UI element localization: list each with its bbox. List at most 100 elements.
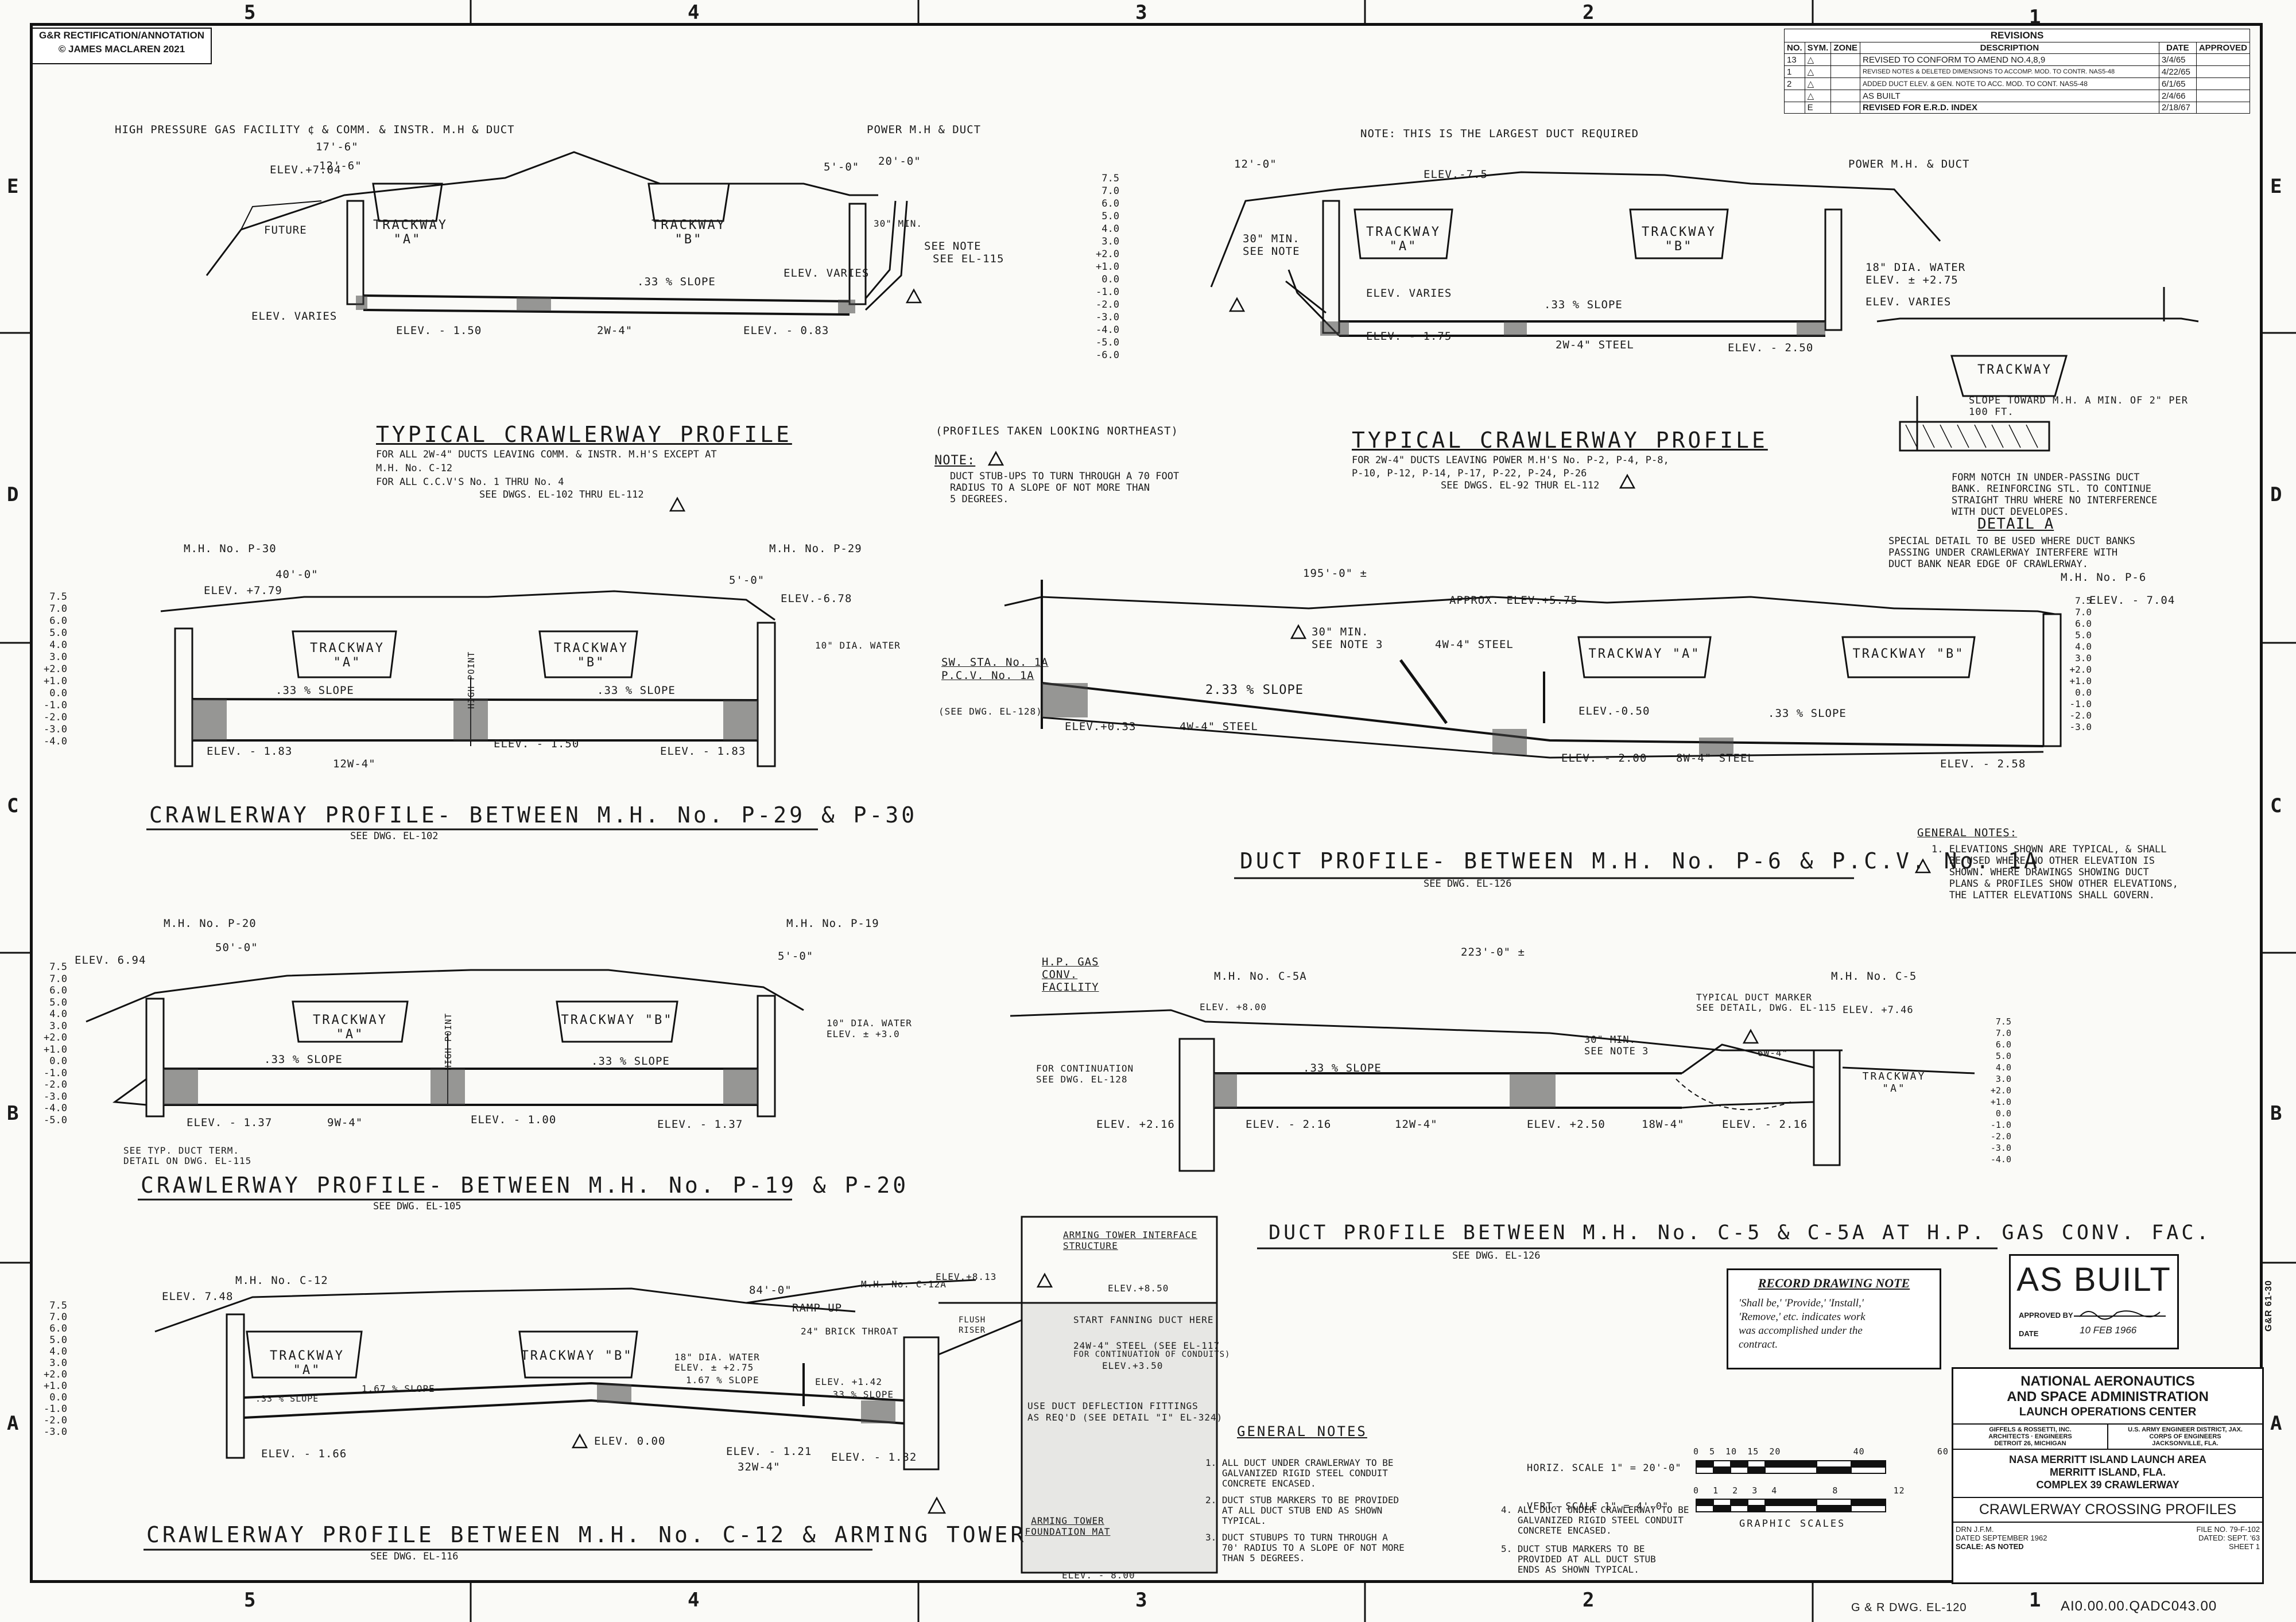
zone-row-e-left: E	[7, 175, 19, 198]
zone-col-2-bottom: 2	[1583, 1589, 1595, 1612]
profile6-title: DUCT PROFILE BETWEEN M.H. No. C-5 & C-5A…	[1269, 1221, 2212, 1244]
profile7-label-elev-166: ELEV. - 1.66	[261, 1448, 347, 1460]
project-block: NASA MERRITT ISLAND LAUNCH AREA MERRITT …	[2009, 1454, 2206, 1491]
profile2-label-duct: 2W-4" STEEL	[1556, 339, 1634, 351]
profile1-label-future: FUTURE	[264, 224, 307, 236]
profile2-sub-1: FOR 2W-4" DUCTS LEAVING POWER M.H'S No. …	[1352, 455, 1669, 466]
profile5-label-highpoint: HIGH POINT	[443, 1012, 453, 1070]
footer-code: AI0.00.00.QADC043.00	[2061, 1598, 2217, 1614]
zone-row-a-left: A	[7, 1412, 19, 1435]
profile2-dim: 12'-0"	[1234, 158, 1277, 170]
profile5-trackway-b: TRACKWAY "B"	[561, 1013, 673, 1027]
record-drawing-note: RECORD DRAWING NOTE 'Shall be,' 'Provide…	[1727, 1268, 1941, 1369]
zone-row-c-right: C	[2270, 794, 2282, 817]
profile6-label-slope: .33 % SLOPE	[1303, 1062, 1382, 1074]
profile4-label-elev-200: ELEV. - 2.00	[1561, 752, 1647, 765]
profile7-label-riser: RISER	[959, 1326, 986, 1335]
drawing-border	[30, 23, 2263, 1583]
profile7-label-elev-142: ELEV. +1.42	[815, 1376, 882, 1387]
as-built-date-label: DATE	[2019, 1329, 2039, 1338]
copyright-line-1: G&R RECTIFICATION/ANNOTATION	[38, 30, 205, 41]
rev-header-approved: APPROVED	[2196, 42, 2251, 54]
zone-col-1-top: 1	[2029, 6, 2041, 29]
table-row: 2△ADDED DUCT ELEV. & GEN. NOTE TO ACC. M…	[1784, 77, 2251, 90]
profile3-mh1: M.H. No. P-30	[184, 542, 277, 555]
profile7-label-elev-000: ELEV. 0.00	[594, 1435, 666, 1448]
profile7-label-32w: 32W-4"	[738, 1461, 781, 1473]
profile6-sub: SEE DWG. EL-126	[1452, 1250, 1541, 1262]
profile1-label-elev-150: ELEV. - 1.50	[396, 324, 482, 337]
record-title: RECORD DRAWING NOTE	[1758, 1276, 1910, 1290]
profile4-label-approx: APPROX. ELEV.+5.75	[1449, 594, 1578, 607]
center-note-label: NOTE:	[934, 453, 976, 468]
rev-header-no: NO.	[1784, 42, 1805, 54]
profile1-label-elev-083: ELEV. - 0.83	[743, 324, 829, 337]
profile7-label-ramp: RAMP UP	[792, 1302, 843, 1314]
drawing-title: CRAWLERWAY CROSSING PROFILES	[1953, 1497, 2262, 1523]
profile3-dim-2: 5'-0"	[729, 574, 765, 587]
profile1-sub-2: M.H. No. C-12	[376, 463, 453, 474]
profile7-label-slope-033-left: .33 % SLOPE	[255, 1394, 319, 1404]
profile3-trackway-b: TRACKWAY "B"	[554, 641, 629, 670]
profile1-header: HIGH PRESSURE GAS FACILITY ¢ & COMM. & I…	[115, 123, 515, 136]
zone-col-3-top: 3	[1135, 1, 1147, 24]
profile1-sub-1: FOR ALL 2W-4" DUCTS LEAVING COMM. & INST…	[376, 449, 717, 460]
profile4-label-seenote3: SEE NOTE 3	[1312, 638, 1383, 651]
profile7-mh1: M.H. No. C-12	[235, 1274, 328, 1287]
zone-row-e-right: E	[2270, 175, 2282, 198]
profile2-power: POWER M.H. & DUCT	[1848, 158, 1970, 170]
zone-row-a-right: A	[2270, 1412, 2282, 1435]
profile2-label-water: 18" DIA. WATER	[1865, 261, 1966, 274]
profile3-label-elev: ELEV. +7.79	[204, 584, 282, 597]
as-built-approved: APPROVED BY	[2019, 1311, 2073, 1320]
profile4-label-elev-033: ELEV.+0.33	[1065, 720, 1137, 733]
profile6-label-18w: 18W-4"	[1642, 1118, 1685, 1131]
revisions-table: REVISIONS NO. SYM. ZONE DESCRIPTION DATE…	[1784, 29, 2251, 114]
profile5-label-elev-137-left: ELEV. - 1.37	[187, 1116, 273, 1129]
profile1-label-see-el115: SEE EL-115	[933, 253, 1004, 265]
profile1-label-duct: 2W-4"	[597, 324, 633, 337]
profile4-label-pcv: P.C.V. No. 1A	[941, 669, 1034, 682]
profile2-label-30min: 30" MIN.	[1243, 232, 1300, 245]
scale-caption: GRAPHIC SCALES	[1739, 1518, 1846, 1530]
zone-row-d-right: D	[2270, 483, 2282, 506]
profile3-title: CRAWLERWAY PROFILE- BETWEEN M.H. No. P-2…	[149, 802, 918, 828]
profile3-dim-1: 40'-0"	[276, 568, 319, 581]
detail-a-trackway: TRACKWAY	[1977, 363, 2052, 377]
profile4-label-swsta: SW. STA. No. 1A	[941, 656, 1049, 669]
profile6-label-30min: 30" MIN.	[1584, 1034, 1636, 1046]
profile4-title: DUCT PROFILE- BETWEEN M.H. No. P-6 & P.C…	[1240, 848, 2040, 874]
profile1-label-elev-varies-right: ELEV. VARIES	[784, 267, 870, 280]
general-notes-top-text: 1. ELEVATIONS SHOWN ARE TYPICAL, & SHALL…	[1932, 844, 2178, 901]
profile1-dim-4: 5'-0"	[824, 161, 860, 173]
detail-a-slope: SLOPE TOWARD M.H. A MIN. OF 2" PER 100 F…	[1969, 395, 2188, 418]
profile7-sub: SEE DWG. EL-116	[370, 1551, 459, 1562]
profile4-label-8w-steel: 8W-4" STEEL	[1676, 752, 1755, 765]
general-note-4: 4. ALL DUCT UNDER CRAWLERWAY TO BE GALVA…	[1501, 1504, 1689, 1536]
profile7-label-slope-167-top: 1.67 % SLOPE	[362, 1383, 435, 1394]
profile6-dim: 223'-0" ±	[1461, 946, 1525, 959]
zone-row-c-left: C	[7, 794, 19, 817]
zone-col-2-top: 2	[1583, 1, 1595, 24]
profile1-label-30min: 30" MIN.	[874, 218, 923, 229]
general-notes-top-title: GENERAL NOTES:	[1917, 826, 2018, 839]
arming-elev-3: ELEV. - 8.00	[1062, 1570, 1135, 1581]
detail-a-desc: SPECIAL DETAIL TO BE USED WHERE DUCT BAN…	[1888, 536, 2135, 570]
profile2-label-water-elev: ELEV. ± +2.75	[1865, 274, 1958, 286]
profile4-label-4w-steel-top: 4W-4" STEEL	[1435, 638, 1514, 651]
profile7-label-elev-813: ELEV.+8.13	[936, 1271, 997, 1282]
revisions-title: REVISIONS	[1784, 29, 2250, 42]
scale-horiz: HORIZ. SCALE 1" = 20'-0"	[1527, 1462, 1682, 1474]
profile6-label-marker: TYPICAL DUCT MARKER	[1696, 992, 1813, 1003]
zone-col-3-bottom: 3	[1135, 1589, 1147, 1612]
profile2-label-elev: ELEV.-7.5	[1424, 168, 1488, 181]
profile1-power: POWER M.H & DUCT	[867, 123, 982, 136]
profile6-label-seenote3: SEE NOTE 3	[1584, 1046, 1649, 1057]
profile4-label-033slope: .33 % SLOPE	[1768, 707, 1847, 720]
